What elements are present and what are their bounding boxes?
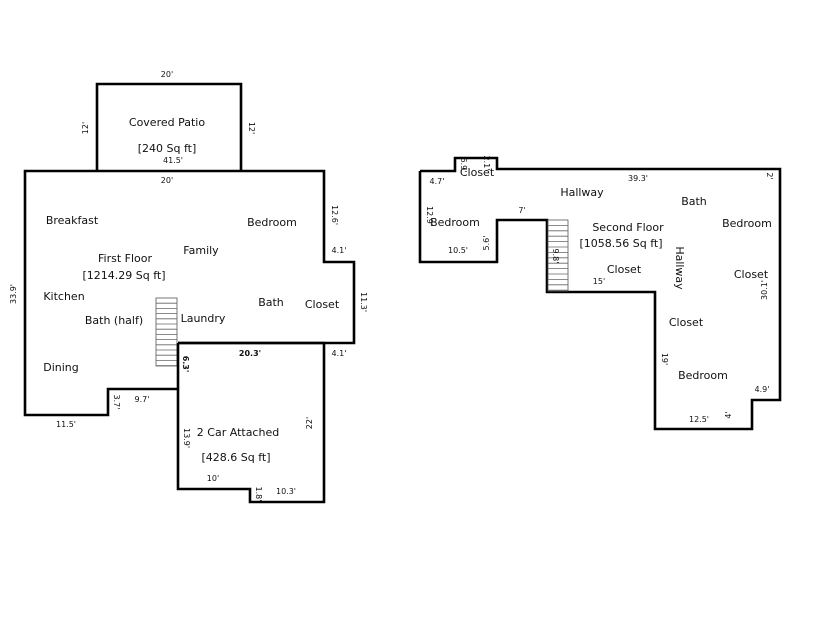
garage-dim-right: 22': [305, 417, 314, 429]
first-floor-dim-notch-top: 4.1': [332, 246, 347, 255]
garage: 2 Car Attached [428.6 Sq ft] 20.3' 6.3' …: [176, 341, 326, 504]
room-bedroom-bottom: Bedroom: [678, 369, 728, 382]
room-bath-half: Bath (half): [85, 314, 143, 327]
first-floor-dim-top: 20': [161, 176, 173, 185]
room-closet-mid: Closet: [607, 263, 642, 276]
second-floor-dim-inner-vertical: 5.6': [482, 236, 491, 251]
room-kitchen: Kitchen: [43, 290, 84, 303]
room-breakfast: Breakfast: [46, 214, 99, 227]
room-dining: Dining: [43, 361, 79, 374]
second-floor-dim-step-height: 4': [724, 411, 733, 418]
second-floor-area: [1058.56 Sq ft]: [579, 237, 662, 250]
covered-patio-walls: [95, 82, 243, 171]
second-floor-dim-bottom-width: 12.5': [689, 415, 709, 424]
garage-dim-left-upper: 6.3': [181, 356, 190, 373]
garage-dim-bottom-right: 10.3': [276, 487, 296, 496]
room-bath-second: Bath: [681, 195, 707, 208]
first-floor-label: First Floor: [98, 252, 152, 265]
covered-patio-label: Covered Patio: [129, 116, 205, 129]
garage-walls: [176, 341, 326, 504]
second-floor-dim-left-height: 12.9': [425, 206, 434, 226]
first-floor-dim-right-upper: 12.6': [330, 205, 339, 225]
room-hallway-top: Hallway: [560, 186, 604, 199]
room-bedroom-right: Bedroom: [722, 217, 772, 230]
second-floor-dim-step-width: 4.9': [755, 385, 770, 394]
patio-dim-right: 12': [247, 122, 256, 134]
room-closet-top: Closet: [460, 166, 495, 179]
second-floor-dim-top-left: 4.7': [430, 177, 445, 186]
garage-area: [428.6 Sq ft]: [201, 451, 270, 464]
patio-dim-top: 20': [161, 70, 173, 79]
garage-dim-bottom-left: 10': [207, 474, 219, 483]
first-floor-dim-step-height: 3.7': [112, 395, 121, 410]
second-floor-dim-lower-vertical: 19': [660, 353, 669, 365]
second-floor-dim-top-width: 39.3': [628, 174, 648, 183]
first-floor-dim-left: 33.9': [9, 284, 18, 304]
room-family: Family: [183, 244, 219, 257]
first-floor-area: [1214.29 Sq ft]: [82, 269, 165, 282]
second-floor: Closet Hallway Bath Bedroom Second Floor…: [418, 156, 782, 431]
second-floor-dim-stair-height: 9.8': [551, 249, 560, 264]
room-closet-right: Closet: [734, 268, 769, 281]
patio-dim-bottom: 41.5': [163, 156, 183, 165]
room-closet-lower: Closet: [669, 316, 704, 329]
second-floor-dim-inner-width: 7': [518, 206, 525, 215]
garage-label: 2 Car Attached: [197, 426, 279, 439]
second-floor-dim-bump-b: 2.1': [482, 156, 491, 171]
room-closet-first: Closet: [305, 298, 340, 311]
first-floor-dim-notch-height: 11.3': [359, 292, 368, 312]
second-floor-dim-right-height: 30.1': [760, 280, 769, 300]
patio-dim-left: 12': [81, 122, 90, 134]
second-floor-walls: [418, 156, 782, 431]
room-bedroom-first: Bedroom: [247, 216, 297, 229]
first-floor: Breakfast Bedroom Family First Floor [12…: [9, 169, 368, 429]
first-floor-dim-step-width: 9.7': [135, 395, 150, 404]
first-floor-dim-notch-bottom: 4.1': [332, 349, 347, 358]
covered-patio-area: [240 Sq ft]: [138, 142, 197, 155]
second-floor-dim-left-bottom: 10.5': [448, 246, 468, 255]
second-floor-label: Second Floor: [592, 221, 664, 234]
second-floor-dim-mid-width: 15': [593, 277, 605, 286]
second-floor-dim-bump-a: 6.9': [459, 158, 468, 173]
garage-dim-step: 1.8': [254, 487, 263, 502]
garage-dim-top: 20.3': [239, 349, 261, 358]
covered-patio: Covered Patio [240 Sq ft] 20' 12' 12' 41…: [81, 70, 256, 171]
garage-dim-left: 13.9': [182, 428, 191, 448]
second-floor-stairs: [547, 219, 569, 292]
room-bedroom-left: Bedroom: [430, 216, 480, 229]
room-hallway-vertical: Hallway: [673, 246, 686, 290]
first-floor-stairs: [155, 297, 178, 367]
room-laundry: Laundry: [181, 312, 226, 325]
first-floor-dim-bottom-left: 11.5': [56, 420, 76, 429]
second-floor-dim-top-right: 2': [765, 172, 774, 179]
first-floor-walls: [23, 169, 356, 417]
room-bath-first: Bath: [258, 296, 284, 309]
